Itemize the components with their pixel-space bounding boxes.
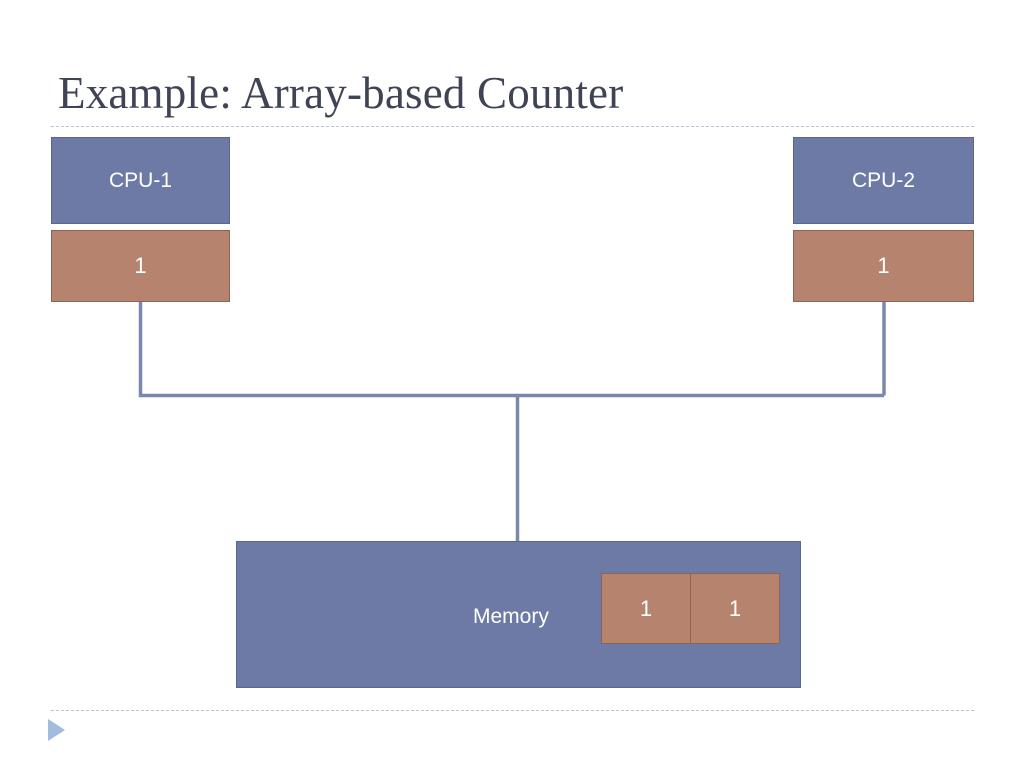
cpu-1-label: CPU-1 xyxy=(108,168,172,192)
memory-cell-1[interactable]: 1 xyxy=(690,573,780,644)
title-divider xyxy=(51,126,974,127)
triangle-right-icon[interactable] xyxy=(48,719,65,741)
cpu-2-box[interactable]: CPU-2 xyxy=(793,137,974,224)
memory-cell-0-value: 1 xyxy=(639,595,653,621)
cpu-2-register-value: 1 xyxy=(877,253,890,278)
cpu-1-register-value: 1 xyxy=(134,253,147,278)
footer-divider xyxy=(51,710,974,711)
cpu-2-label: CPU-2 xyxy=(851,168,915,192)
memory-cell-0[interactable]: 1 xyxy=(601,573,691,644)
memory-cell-1-value: 1 xyxy=(728,595,742,621)
connector-cpu1-to-bus xyxy=(138,300,884,398)
page-title: Example: Array-based Counter xyxy=(58,68,624,118)
cpu-1-box[interactable]: CPU-1 xyxy=(51,137,230,224)
cpu-2-register[interactable]: 1 xyxy=(793,230,974,302)
cpu-1-register[interactable]: 1 xyxy=(51,230,230,302)
